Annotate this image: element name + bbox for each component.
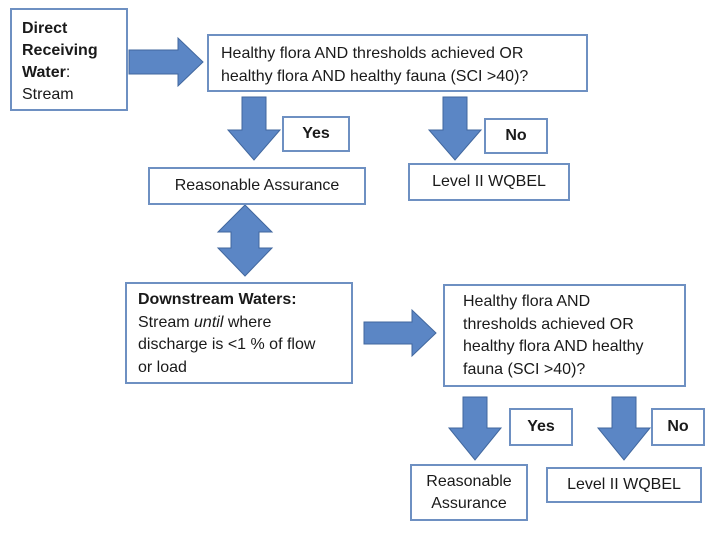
assurance2-line1: Reasonable	[426, 472, 512, 490]
down-arrow-yes-2	[447, 396, 503, 461]
yes-label-2: Yes	[509, 408, 573, 446]
double-arrow	[216, 204, 274, 277]
right-arrow-1	[128, 36, 204, 88]
question1-line2: healthy flora AND healthy fauna (SCI >40…	[221, 68, 529, 85]
question-box-1: Healthy flora AND thresholds achieved OR…	[207, 34, 588, 92]
direct-colon: :	[65, 64, 71, 81]
direct-title-line3-wrap: Water:	[22, 62, 116, 84]
down-arrow-no-1	[427, 96, 483, 161]
direct-subtitle: Stream	[22, 86, 74, 103]
direct-title-line3: Water	[22, 64, 66, 81]
downstream-line3: or load	[138, 358, 187, 376]
direct-title-line1: Direct	[22, 20, 68, 37]
direct-receiving-water-box: Direct Receiving Water: Stream	[10, 8, 128, 111]
wqbel-box-2: Level II WQBEL	[546, 467, 702, 503]
question-box-2: Healthy flora AND thresholds achieved OR…	[443, 284, 686, 387]
question2-line4: fauna (SCI >40)?	[463, 360, 586, 378]
reasonable-assurance-box-1: Reasonable Assurance	[148, 167, 366, 205]
downstream-waters-box: Downstream Waters: Stream until where di…	[125, 282, 353, 384]
down-arrow-yes-1	[226, 96, 282, 161]
reasonable-assurance-box-2: Reasonable Assurance	[410, 464, 528, 521]
downstream-line2: discharge is <1 % of flow	[138, 336, 316, 353]
downstream-title: Downstream Waters:	[138, 291, 297, 308]
downstream-line1: Stream until where	[138, 312, 340, 335]
question2-line2: thresholds achieved OR	[463, 315, 634, 333]
downstream-line1-pre: Stream	[138, 313, 195, 331]
yes-label-1: Yes	[282, 116, 350, 152]
no-label-2: No	[651, 408, 705, 446]
downstream-line1-em: until	[194, 313, 224, 331]
question2-line3: healthy flora AND healthy	[463, 338, 644, 355]
assurance2-line2: Assurance	[431, 494, 507, 512]
wqbel-box-1: Level II WQBEL	[408, 163, 570, 201]
no-label-1: No	[484, 118, 548, 154]
question1-line1: Healthy flora AND thresholds achieved OR	[221, 45, 524, 62]
question2-line1: Healthy flora AND	[463, 293, 591, 310]
down-arrow-no-2	[596, 396, 652, 461]
direct-title-line2: Receiving	[22, 42, 98, 59]
downstream-line1-post: where	[223, 313, 272, 331]
right-arrow-2	[363, 308, 437, 358]
